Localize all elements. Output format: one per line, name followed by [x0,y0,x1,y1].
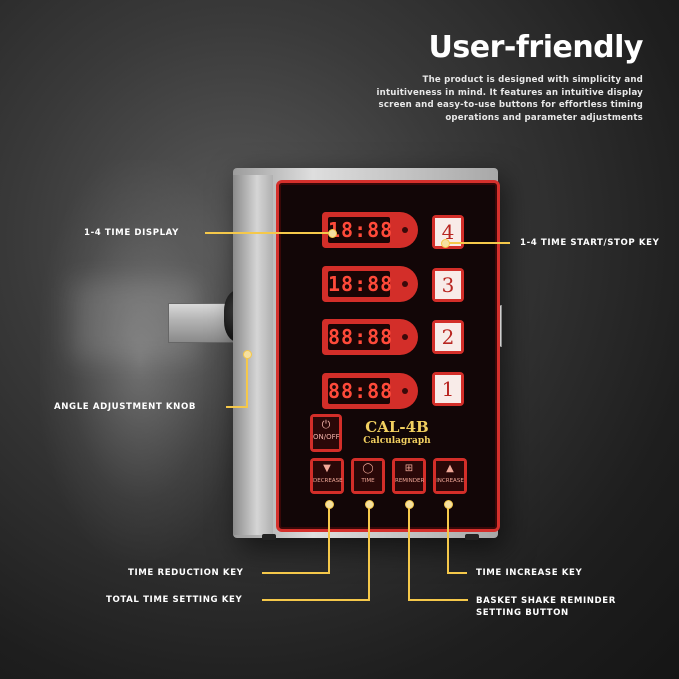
label-angle-knob: ANGLE ADJUSTMENT KNOB [54,402,197,412]
key-label: 2 [435,323,461,351]
indicator-dot [402,388,408,394]
display-digits: 18:88 [328,217,394,243]
label-time-increase: TIME INCREASE KEY [476,568,583,578]
leader-dot [405,500,414,509]
leader-line-basket [408,505,410,600]
leader-dot [325,500,334,509]
headline: User-friendly [428,30,644,65]
time-display-1: 88:88 [322,373,418,409]
leader-line-increase-h [447,572,467,574]
time-button[interactable]: ◯ TIME [351,458,385,494]
label-start-stop-key: 1-4 TIME START/STOP KEY [520,238,660,248]
start-stop-key-1[interactable]: 1 [432,372,464,406]
display-digits: 88:88 [328,324,394,350]
key-label: 4 [435,218,461,246]
start-stop-key-3[interactable]: 3 [432,268,464,302]
leader-line-start-stop [446,242,510,244]
leader-line-display [205,232,333,234]
key-face: ⊞ REMINDER [395,461,425,491]
on-off-face: ⏻ ON/OFF [313,417,340,449]
leader-line-reduction [328,505,330,573]
leader-dot [441,239,450,248]
key-face: ▼ DECREASE [313,461,343,491]
decrease-button[interactable]: ▼ DECREASE [310,458,344,494]
time-display-2: 88:88 [322,319,418,355]
leader-line-knob-h [226,406,248,408]
description: The product is designed with simplicity … [376,75,643,123]
on-off-button[interactable]: ⏻ ON/OFF [310,414,342,452]
leader-dot [328,229,337,238]
leader-line-total-time-h [262,599,370,601]
leader-line-reduction-h [262,572,330,574]
background-glow [40,160,240,560]
key-label: REMINDER [395,478,425,484]
indicator-dot [402,281,408,287]
key-label: DECREASE [313,478,343,484]
model-name: CAL-4B [365,418,429,436]
indicator-dot [402,227,408,233]
increase-button[interactable]: ▲ INCREASE [433,458,467,494]
up-arrow-icon: ▲ [446,463,454,474]
time-display-3: 18:88 [322,266,418,302]
device-foot [465,534,479,540]
label-total-time: TOTAL TIME SETTING KEY [106,595,243,605]
brand-block: CAL-4B Calculagraph [352,418,442,446]
leader-dot [444,500,453,509]
key-face: ▲ INCREASE [436,461,464,491]
model-subtitle: Calculagraph [363,436,431,446]
display-digits: 18:88 [328,271,394,297]
time-display-4: 18:88 [322,212,418,248]
label-time-reduction: TIME REDUCTION KEY [128,568,244,578]
display-digits: 88:88 [328,378,394,404]
start-stop-key-2[interactable]: 2 [432,320,464,354]
key-label: 3 [435,271,461,299]
key-face: ◯ TIME [354,461,382,491]
leader-line-knob [246,355,248,407]
clock-icon: ◯ [362,463,374,474]
down-arrow-icon: ▼ [323,463,331,474]
indicator-dot [402,334,408,340]
leader-line-total-time [368,505,370,600]
device-foot [262,534,276,540]
leader-line-increase [447,505,449,573]
basket-icon: ⊞ [404,463,414,474]
leader-line-basket-h [408,599,468,601]
leader-dot [243,350,252,359]
device-side-panel [233,175,273,535]
key-label: 1 [435,375,461,403]
key-label: INCREASE [436,478,464,484]
label-basket-shake: BASKET SHAKE REMINDER SETTING BUTTON [476,596,616,618]
key-label: TIME [361,478,375,484]
label-time-display: 1-4 TIME DISPLAY [84,228,179,238]
on-off-label: ON/OFF [313,433,340,441]
reminder-button[interactable]: ⊞ REMINDER [392,458,426,494]
power-icon: ⏻ [321,418,331,431]
leader-dot [365,500,374,509]
